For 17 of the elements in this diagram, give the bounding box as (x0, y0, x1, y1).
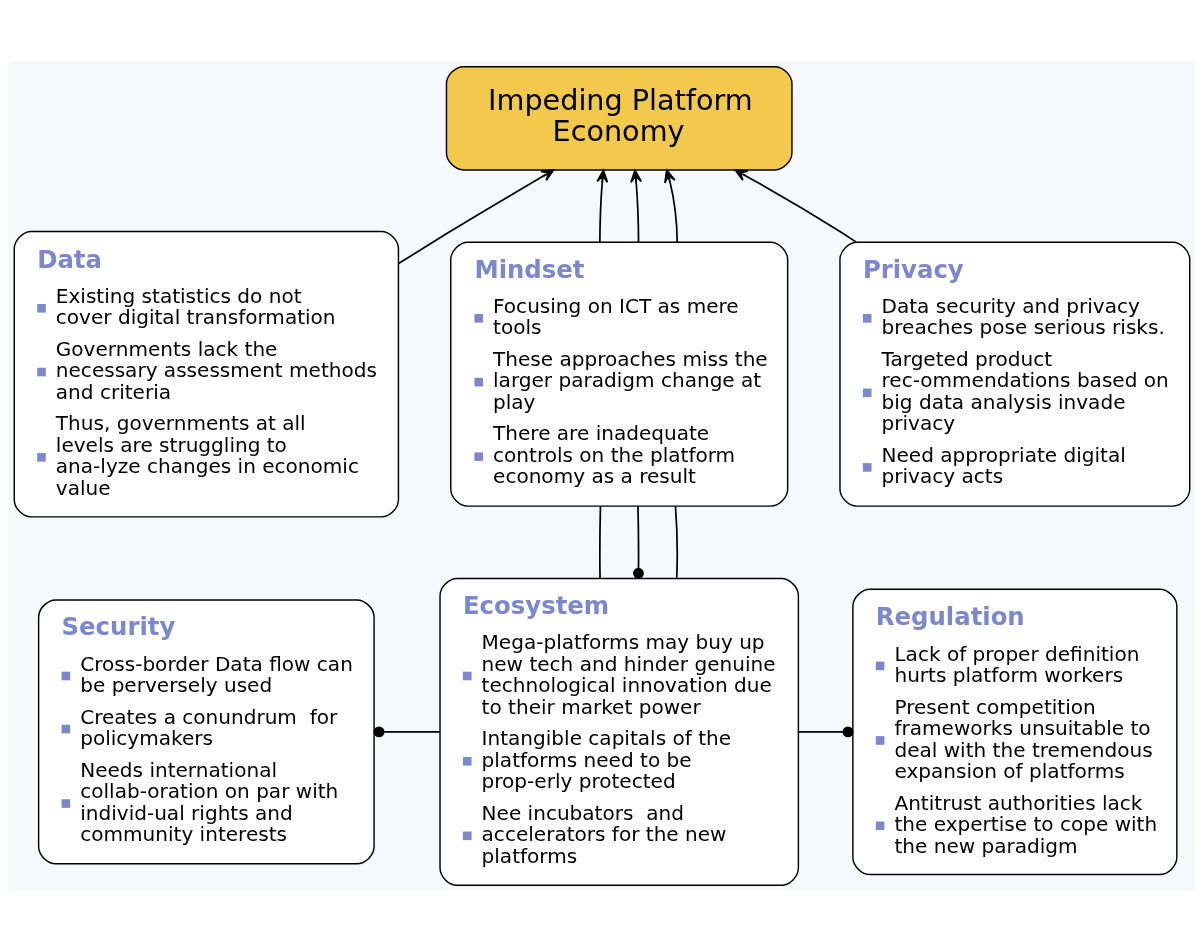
node-box: Security Cross-border Data flow can be perversely used Creates a conundrum for policymakers Needs international collab-oration on par with individ-ual rights and community interests (37, 598, 375, 864)
node-box: Mindset Focusing on ICT as mere tools These approaches miss the larger paradigm change at play There are inadequate controls on the platform economy as a result (450, 241, 789, 507)
arrow (596, 169, 609, 243)
arrow (397, 168, 555, 264)
node-box: Privacy Data security and privacy breaches pose serious risks. Targeted product rec-ommendations based on big data analysis invade privacy Need appropriate digital privacy acts (839, 241, 1191, 507)
connector (633, 504, 644, 579)
connector (797, 725, 854, 737)
node-box: Regulation Lack of proper definition hurts platform workers Present competition frameworks unsuitable to deal with the tremendous expansion of platforms Antitrust authorities lack the expertise to cope with the new paradigm (852, 588, 1178, 875)
connector (674, 504, 679, 579)
connector (373, 725, 441, 737)
node-box: Ecosystem Mega-platforms may buy up new tech and hinder genuine technological innovation due to their market power Intangible capitals of the platforms need to be prop-erly protected Nee incubators and accelerators for the new platforms (439, 577, 800, 886)
node-box: Impeding Platform Economy (445, 65, 793, 171)
node-box: Data Existing statistics do not cover digital transformation Governments lack the necessary assessment methods and criteria Thus, governments at all levels are struggling to ana-lyze changes in economic value (13, 230, 400, 518)
arrow (664, 169, 679, 243)
arrow (630, 169, 643, 243)
arrow (734, 168, 858, 243)
connector (599, 504, 602, 579)
